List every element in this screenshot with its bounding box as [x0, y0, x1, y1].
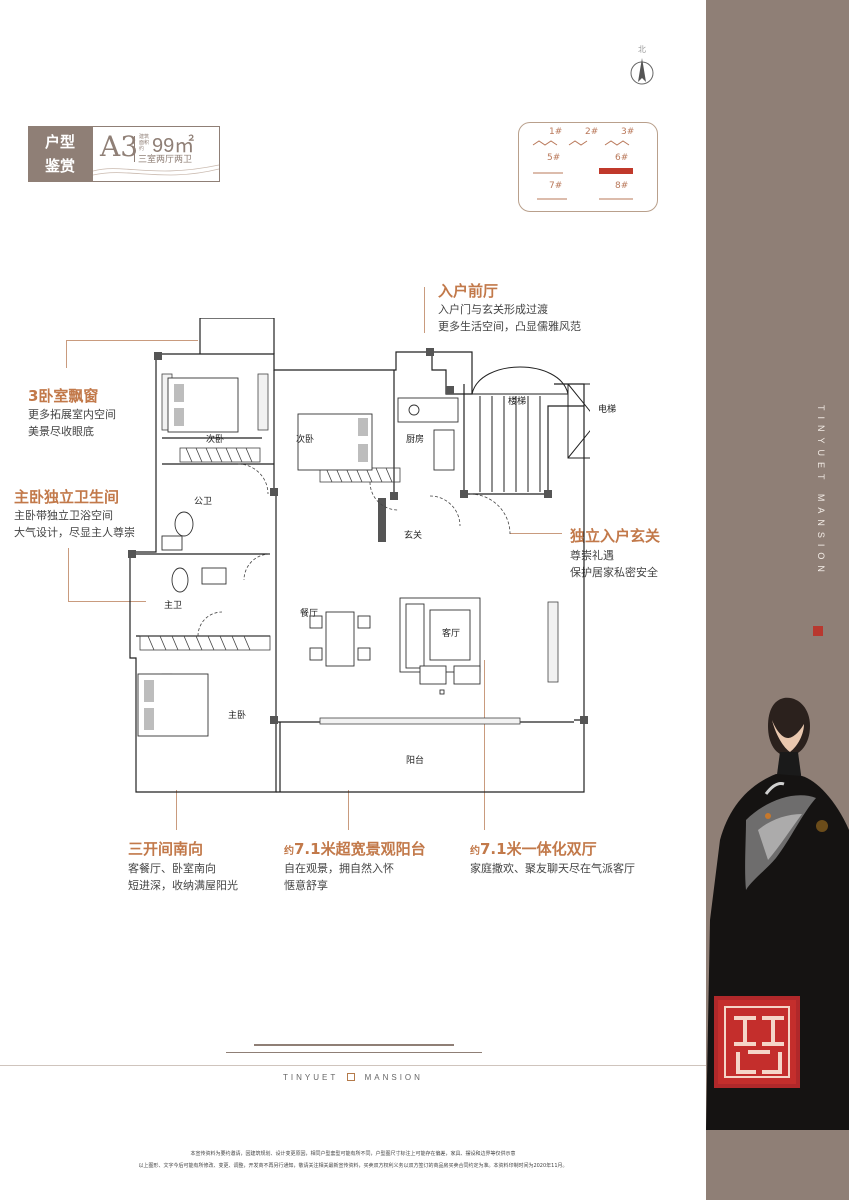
badge-frame — [92, 126, 220, 182]
callout-line: 更多生活空间，凸显儒雅风范 — [438, 320, 581, 333]
callout-bay-window-title: 3卧室飘窗 — [28, 387, 99, 405]
footer-brand-right: MANSION — [364, 1073, 423, 1082]
leader-bay-window — [66, 340, 67, 368]
building-6: 6# — [615, 153, 629, 163]
room-label-bedroom2b: 次卧 — [296, 435, 315, 445]
footer-rule-top — [254, 1044, 454, 1046]
leader-balcony — [348, 790, 349, 830]
room-label-bedroom2a: 次卧 — [206, 435, 225, 445]
footer-brand-mark-icon — [347, 1073, 356, 1081]
footer-brand-left: TINYUET — [283, 1073, 339, 1082]
callout-entry-hall-text: 入户门与玄关形成过渡 更多生活空间，凸显儒雅风范 — [438, 301, 581, 335]
badge-line2: 鉴赏 — [44, 157, 75, 175]
unit-code: A3 — [100, 130, 139, 163]
callout-south-facing-text: 客餐厅、卧室南向 短进深，收纳满屋阳光 — [128, 860, 238, 894]
room-label-elevator: 电梯 — [598, 405, 617, 415]
footer-rule-middle — [226, 1052, 482, 1053]
badge-divider — [134, 136, 135, 162]
leader-south-facing — [176, 790, 177, 830]
callout-halls-text: 家庭撒欢、聚友聊天尽在气派客厅 — [470, 860, 635, 877]
callout-line: 短进深，收纳满屋阳光 — [128, 879, 238, 892]
callout-master-bath-title: 主卧独立卫生间 — [14, 488, 120, 506]
room-label-stairs: 楼梯 — [508, 397, 527, 407]
footer-rule-long — [0, 1065, 706, 1066]
leader-master-bath-h — [68, 601, 146, 602]
callout-halls-title: 约7.1米一体化双厅 — [470, 838, 597, 859]
disclaimer-line2: 以上图形、文字今后可能有所修改、变更、调整，开发商不再另行通知，敬请关注相关最新… — [138, 1163, 568, 1169]
callout-balcony-title: 约7.1米超宽景观阳台 — [284, 838, 426, 859]
site-plan: 1# 2# 3# 5# 6# 7# 8# — [518, 122, 658, 212]
callout-line: 主卧带独立卫浴空间 — [14, 509, 113, 522]
floorplan-badge: 户型 鉴赏 — [28, 126, 92, 182]
leader-foyer — [510, 533, 562, 534]
callout-line: 保护居家私密安全 — [570, 566, 658, 579]
room-label-kitchen: 厨房 — [406, 435, 425, 445]
callout-line: 入户门与玄关形成过渡 — [438, 303, 548, 316]
room-label-master-bath: 主卫 — [164, 601, 183, 611]
callout-bay-window-text: 更多拓展室内空间 美景尽收眼底 — [28, 406, 116, 440]
callout-foyer-text: 尊崇礼遇 保护居家私密安全 — [570, 547, 658, 581]
callout-line: 惬意舒享 — [284, 879, 328, 892]
building-1: 1# — [549, 127, 563, 137]
building-5: 5# — [547, 153, 561, 163]
building-2: 2# — [585, 127, 599, 137]
callout-line: 客餐厅、卧室南向 — [128, 862, 216, 875]
callout-halls-prefix: 约 — [470, 846, 480, 857]
callout-balcony-text: 自在观景，拥自然入怀 惬意舒享 — [284, 860, 394, 894]
callout-line: 尊崇礼遇 — [570, 549, 614, 562]
disclaimer-line1: 本宣传资料为要约邀请，因建筑规划、设计变更原因，相同户型套型可能有所不同，户型图… — [190, 1151, 516, 1157]
callout-line: 大气设计，尽显主人尊崇 — [14, 526, 135, 539]
room-label-public-bath: 公卫 — [194, 497, 213, 507]
building-7: 7# — [549, 181, 563, 191]
room-label-dining: 餐厅 — [300, 609, 319, 619]
room-label-living: 客厅 — [442, 629, 461, 639]
vertical-brand: TINYUET MANSION — [816, 405, 826, 578]
callout-entry-hall-title: 入户前厅 — [438, 282, 499, 300]
callout-halls-heading: 7.1米一体化双厅 — [480, 840, 597, 858]
callout-foyer-title: 独立入户玄关 — [570, 527, 661, 545]
leader-bay-window-h — [66, 340, 198, 341]
callout-balcony-prefix: 约 — [284, 846, 294, 857]
area-value: 99㎡ — [152, 135, 195, 157]
leader-master-bath — [68, 548, 69, 602]
north-arrow-icon — [630, 58, 654, 85]
callout-line: 更多拓展室内空间 — [28, 408, 116, 421]
leader-halls — [484, 660, 485, 830]
callout-line: 自在观景，拥自然入怀 — [284, 862, 394, 875]
red-seal-logo — [714, 996, 800, 1088]
room-label-balcony: 阳台 — [406, 756, 425, 766]
room-summary: 三室两厅两卫 — [138, 155, 193, 165]
room-label-master-bedroom: 主卧 — [228, 711, 247, 721]
brand-mark-icon — [813, 626, 823, 636]
callout-balcony-heading: 7.1米超宽景观阳台 — [294, 840, 426, 858]
callout-line: 美景尽收眼底 — [28, 425, 94, 438]
callout-south-facing-title: 三开间南向 — [128, 840, 204, 858]
callout-master-bath-text: 主卧带独立卫浴空间 大气设计，尽显主人尊崇 — [14, 507, 135, 541]
building-8: 8# — [615, 181, 629, 191]
floor-plan — [128, 318, 590, 793]
north-label: 北 — [638, 45, 646, 54]
room-label-foyer: 玄关 — [404, 531, 423, 541]
leader-entry-hall — [424, 287, 425, 333]
building-3: 3# — [621, 127, 635, 137]
area-label: 建筑面积约 — [139, 134, 150, 152]
footer-brand: TINYUET MANSION — [0, 1073, 706, 1082]
badge-line1: 户型 — [44, 133, 75, 151]
callout-line: 家庭撒欢、聚友聊天尽在气派客厅 — [470, 862, 635, 875]
